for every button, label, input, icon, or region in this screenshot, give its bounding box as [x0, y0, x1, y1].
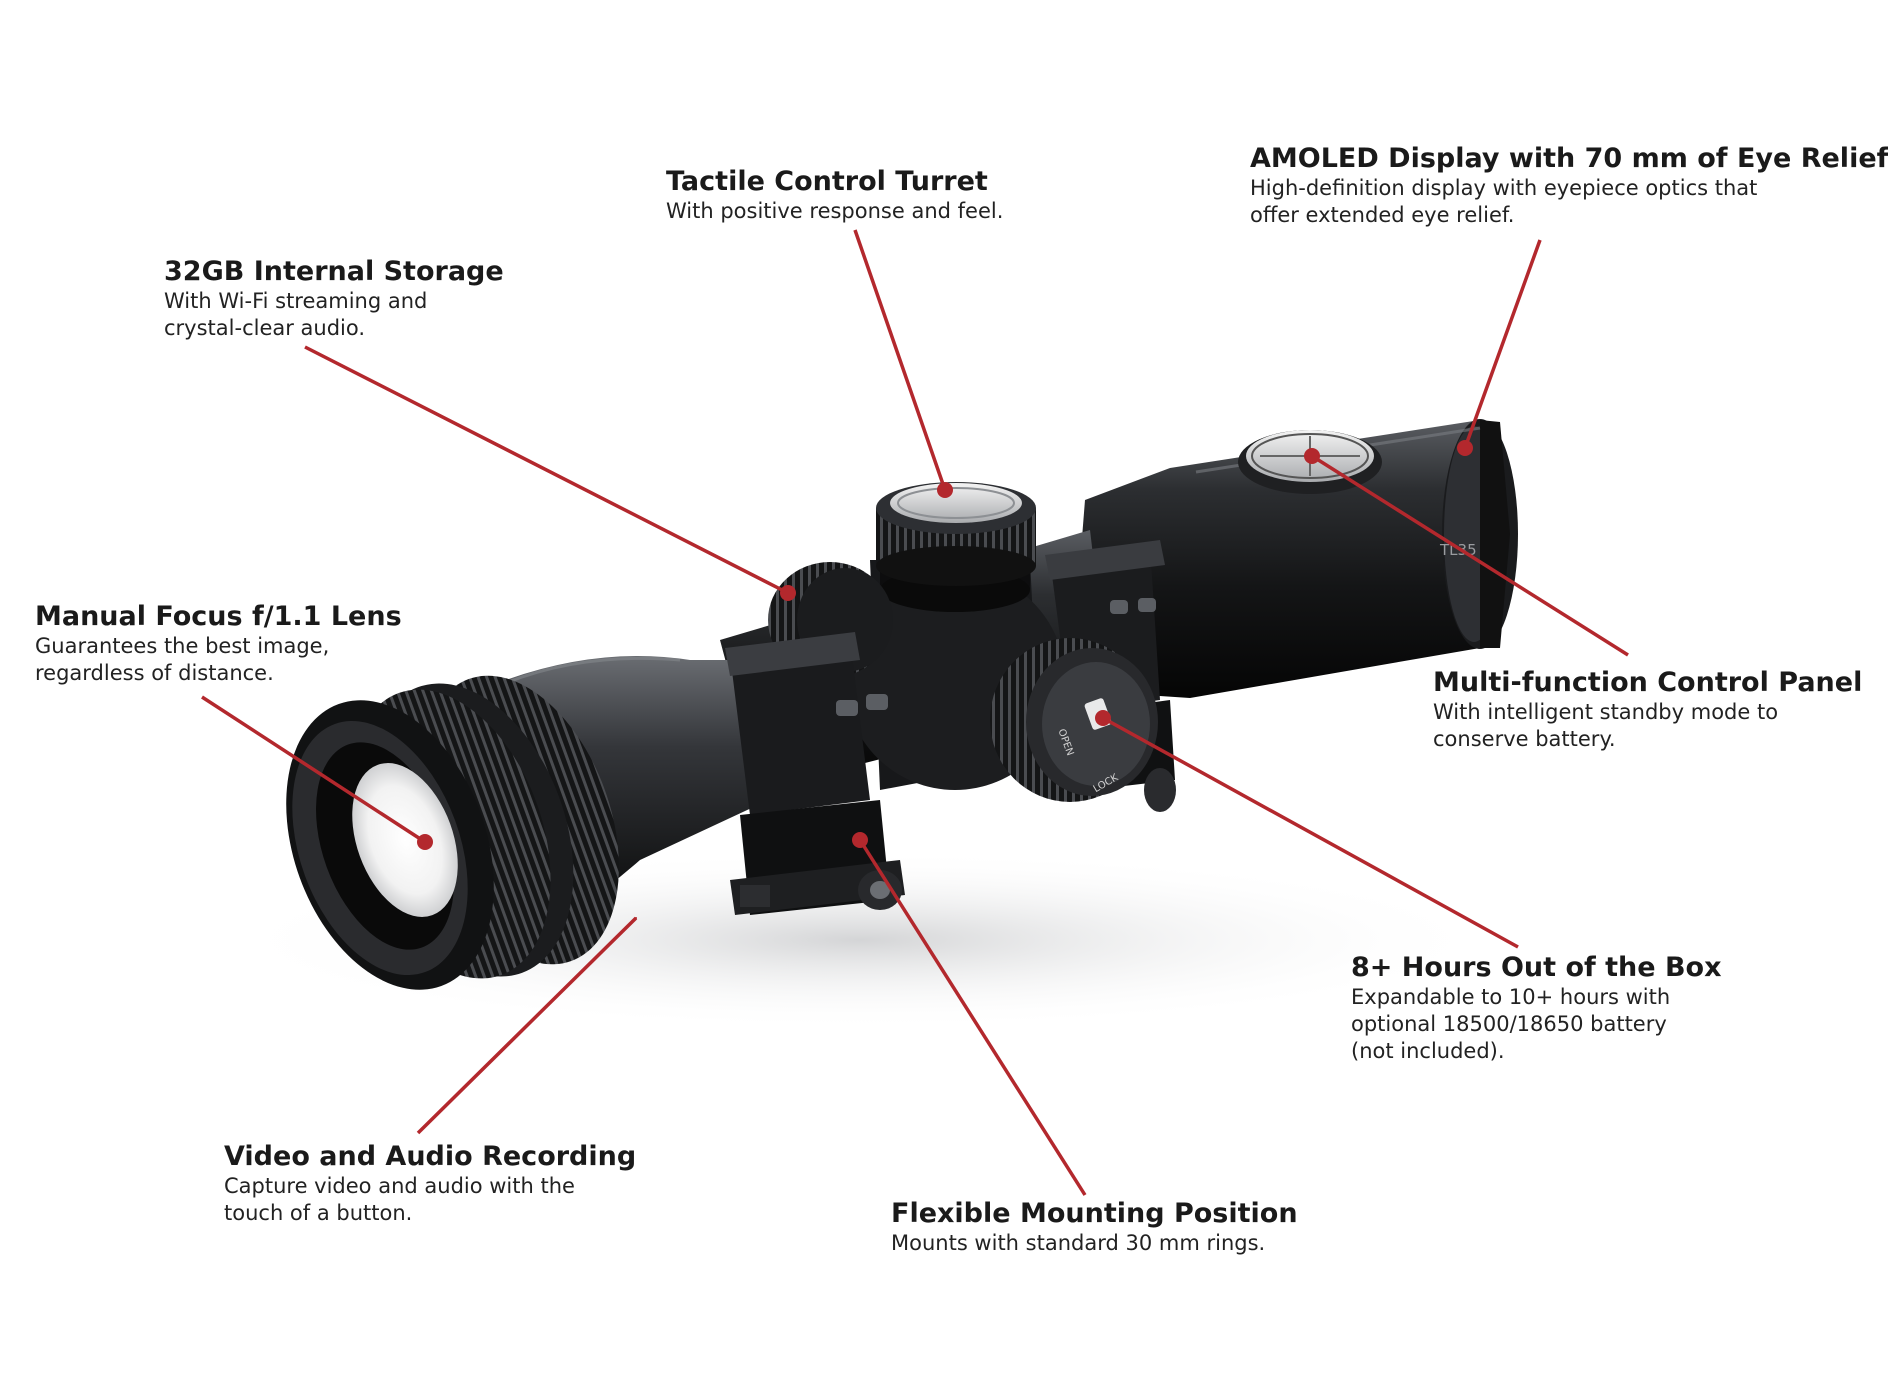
callout-control-turret: Tactile Control Turret With positive res… — [666, 166, 1003, 225]
callout-video-recording: Video and Audio Recording Capture video … — [224, 1141, 636, 1227]
leader-control-turret — [853, 229, 953, 498]
callout-title: Tactile Control Turret — [666, 166, 988, 197]
callout-description: Capture video and audio with the touch o… — [224, 1174, 575, 1225]
callout-title: Flexible Mounting Position — [891, 1198, 1298, 1229]
callout-amoled-display: AMOLED Display with 70 mm of Eye Relief … — [1250, 143, 1888, 229]
top-control-turret — [876, 482, 1036, 612]
callout-title: 32GB Internal Storage — [164, 256, 504, 287]
leader-amoled-display — [1457, 239, 1542, 456]
callout-description: Expandable to 10+ hours with optional 18… — [1351, 985, 1671, 1063]
callout-title: AMOLED Display with 70 mm of Eye Relief — [1250, 143, 1888, 174]
leader-control-panel — [1304, 448, 1629, 657]
leader-video-recording — [416, 916, 638, 1135]
front-mount-ring — [725, 632, 905, 915]
callout-description: Guarantees the best image, regardless of… — [35, 634, 330, 685]
eyepiece-body: TL35 — [1070, 419, 1518, 698]
leader-mounting-position — [852, 832, 1087, 1196]
battery-dial: OPEN LOCK — [990, 638, 1158, 802]
callout-title: Video and Audio Recording — [224, 1141, 637, 1172]
leader-battery-life — [1095, 710, 1519, 949]
leader-manual-focus — [201, 695, 433, 850]
callout-description: Mounts with standard 30 mm rings. — [891, 1231, 1266, 1255]
callout-internal-storage: 32GB Internal Storage With Wi-Fi streami… — [164, 256, 504, 342]
callout-title: Multi-function Control Panel — [1433, 667, 1863, 698]
callout-description: With Wi-Fi streaming and crystal-clear a… — [164, 289, 428, 340]
callout-title: Manual Focus f/1.1 Lens — [35, 601, 402, 632]
callout-battery-life: 8+ Hours Out of the Box Expandable to 10… — [1351, 952, 1722, 1065]
callout-description: With intelligent standby mode to conserv… — [1433, 700, 1779, 751]
callout-control-panel: Multi-function Control Panel With intell… — [1433, 667, 1862, 753]
callout-mounting-position: Flexible Mounting Position Mounts with s… — [891, 1198, 1298, 1257]
callout-description: High-definition display with eyepiece op… — [1250, 176, 1758, 227]
callout-manual-focus: Manual Focus f/1.1 Lens Guarantees the b… — [35, 601, 402, 687]
callout-title: 8+ Hours Out of the Box — [1351, 952, 1722, 983]
callout-description: With positive response and feel. — [666, 199, 1004, 223]
leader-internal-storage — [304, 345, 796, 601]
